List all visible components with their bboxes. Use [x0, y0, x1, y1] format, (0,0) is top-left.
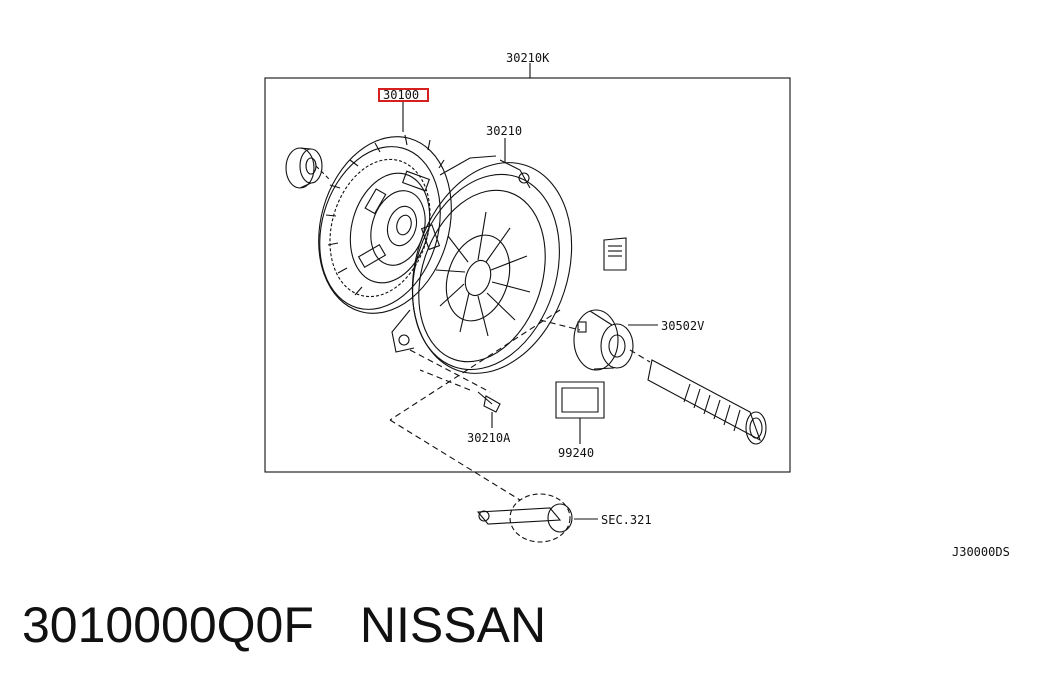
assembly-lines: [389, 309, 651, 501]
release-bearing: [573, 309, 658, 371]
callout-bolt: 30210A: [467, 431, 511, 445]
diagram-code: J30000DS: [952, 545, 1010, 559]
grease-packet: [555, 381, 605, 444]
callout-disc: 30100: [383, 88, 419, 102]
callout-bearing: 30502V: [661, 319, 704, 333]
callout-kit: 30210K: [506, 51, 550, 65]
disc-highlight-box: [378, 88, 429, 102]
input-shaft: [647, 359, 767, 445]
brand-name: NISSAN: [359, 597, 547, 653]
callout-cover: 30210: [486, 124, 522, 138]
part-number: 3010000Q0F: [22, 597, 314, 653]
kit-frame: [264, 77, 791, 473]
callout-grease: 99240: [558, 446, 594, 460]
callout-section: SEC.321: [601, 513, 652, 527]
clutch-disc: [318, 134, 452, 314]
release-fork: [476, 493, 598, 543]
clutch-cover: [391, 155, 573, 374]
pilot-bushing: [285, 147, 331, 189]
part-caption: 3010000Q0F NISSAN: [22, 596, 546, 654]
bolt: [477, 391, 501, 428]
service-manual-icon: [603, 237, 627, 271]
